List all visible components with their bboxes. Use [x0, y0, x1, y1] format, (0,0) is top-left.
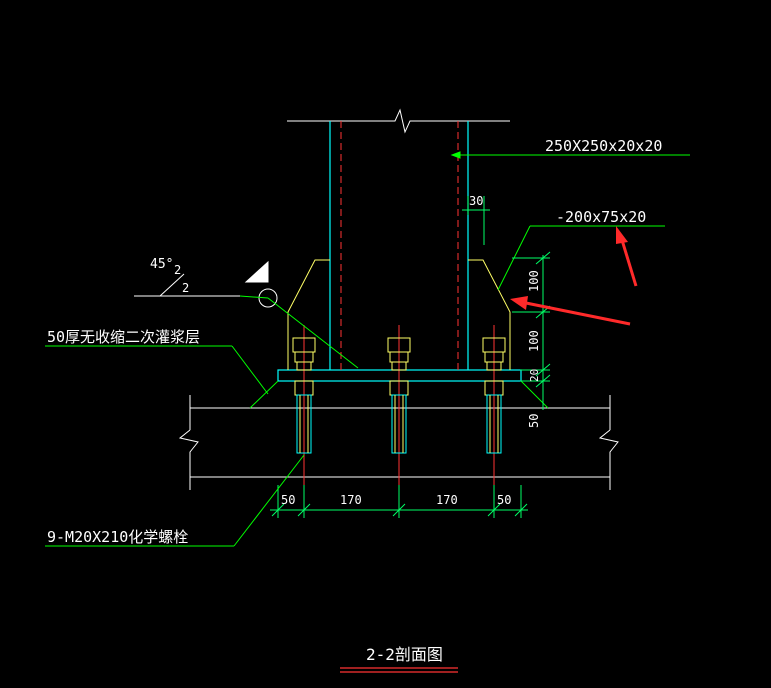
- concrete-foundation: [178, 395, 619, 490]
- vertical-dimensions: [512, 251, 551, 410]
- weld-leg-bottom: 2: [182, 281, 189, 295]
- vdim-4: 50: [527, 414, 541, 428]
- anchor-bolt-middle: [387, 337, 411, 454]
- hdim-2: 170: [340, 493, 362, 507]
- drawing-title: 2-2剖面图: [366, 645, 443, 664]
- anchor-bolt-left: [292, 337, 316, 454]
- vdim-2: 100: [527, 330, 541, 352]
- stiffener-ribs: [287, 259, 511, 370]
- leader-grout: [45, 345, 269, 395]
- vdim-1: 100: [527, 270, 541, 292]
- weld-angle-label: 45°: [150, 257, 173, 272]
- title-underline: [340, 667, 458, 673]
- grout-layer-label: 50厚无收缩二次灌浆层: [47, 328, 200, 346]
- leader-column-section: [450, 151, 690, 159]
- horizontal-dimensions: [270, 485, 528, 518]
- column-break-line: [287, 108, 510, 134]
- bolts-label: 9-M20X210化学螺栓: [47, 528, 188, 546]
- column-section-label: 250X250x20x20: [545, 137, 662, 155]
- red-arrow-lower: [510, 296, 631, 326]
- anchor-bolt-right: [482, 337, 506, 454]
- weld-symbol: [134, 260, 359, 369]
- gap-dimension: [462, 196, 490, 245]
- stiffener-label: -200x75x20: [556, 208, 646, 226]
- hdim-4: 50: [497, 493, 511, 507]
- leader-bolts: [45, 454, 305, 547]
- gap-dimension-label: 30: [469, 194, 483, 208]
- vdim-3: 20: [528, 369, 541, 382]
- weld-leg-top: 2: [174, 263, 181, 277]
- hdim-3: 170: [436, 493, 458, 507]
- centerlines: [303, 121, 495, 505]
- hdim-1: 50: [281, 493, 295, 507]
- red-arrow-upper: [616, 226, 638, 287]
